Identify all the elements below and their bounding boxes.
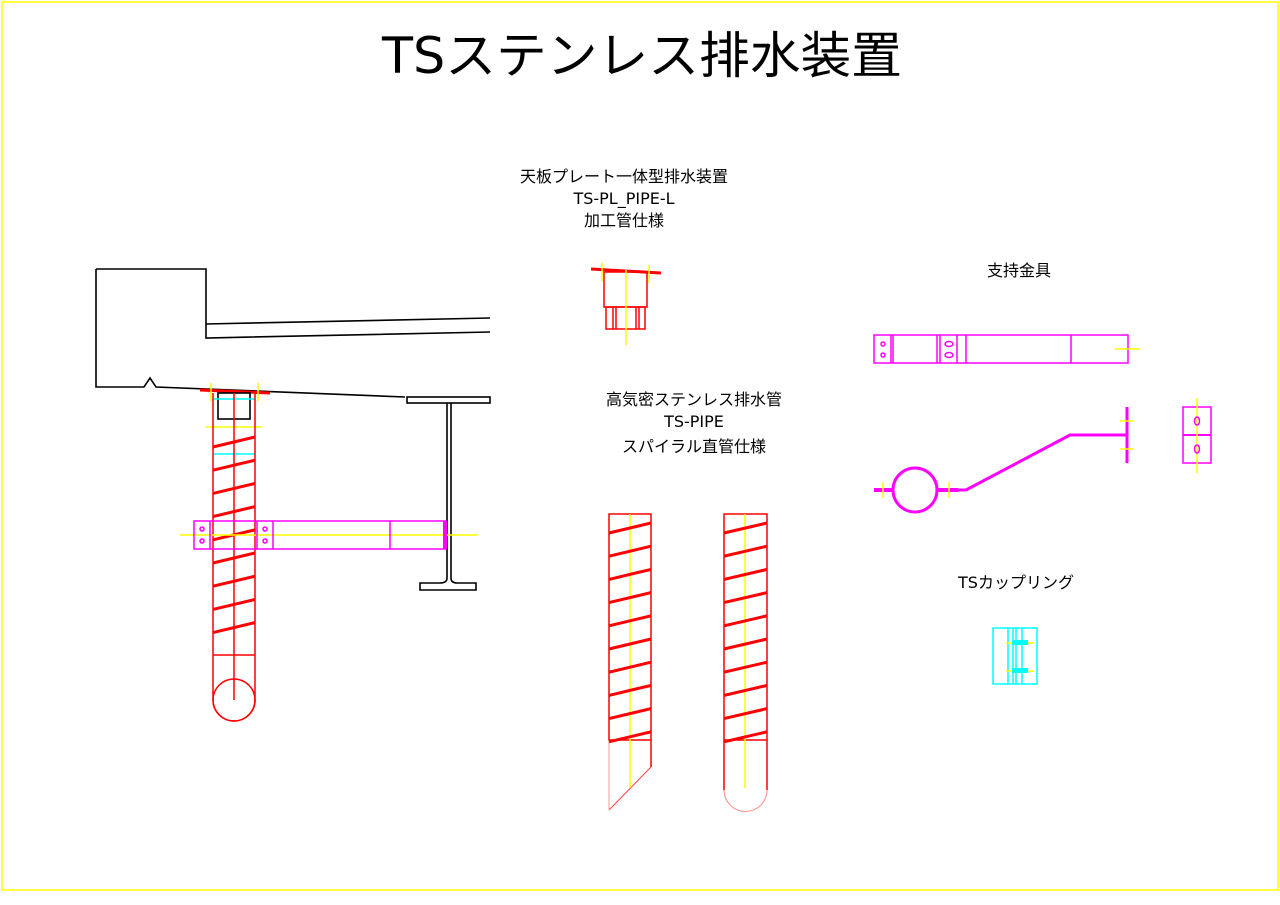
spiral-winding [723,707,768,721]
spiral-winding [723,614,768,628]
spiral-winding [608,660,652,674]
spiral-winding [212,574,256,588]
spiral-winding [608,730,652,744]
plate-drain-drawing [590,263,662,345]
spiral-pipe-round [723,513,768,812]
spiral-winding [608,567,652,581]
spiral-winding [723,660,768,674]
coupling-drawing [992,627,1038,685]
spiral-winding [608,637,652,651]
spiral-winding [212,621,256,635]
drawing-title: TSステンレス排水装置 [381,27,902,85]
spiral-winding [608,591,652,605]
support-label: 支持金具 [987,261,1051,280]
spiral-winding [212,505,256,519]
spiral-winding [723,637,768,651]
spiral-winding [608,521,652,535]
spiral-winding [723,521,768,535]
spiral-winding [212,481,256,495]
abutment-outline [96,268,491,339]
slab-bottom [95,269,406,398]
spiral-winding [723,567,768,581]
spiral-pipe-spec: スパイラル直管仕様 [622,437,766,456]
spiral-winding [608,707,652,721]
plate-drain-spec: 加工管仕様 [584,211,664,230]
spiral-winding [723,591,768,605]
spiral-winding [723,544,768,558]
support-bracket-drawing [873,334,1212,514]
spiral-winding [608,614,652,628]
spiral-winding [608,544,652,558]
spiral-winding [608,683,652,697]
plate-drain-title: 天板プレート一体型排水装置 [520,167,728,186]
spiral-winding [212,435,256,449]
pipe-end-circle [212,678,256,722]
coupling-label: TSカップリング [957,573,1074,592]
deck-line [205,317,491,325]
ibeam-web [419,403,477,591]
spiral-pipe-title: 高気密ステンレス排水管 [606,390,782,409]
spiral-pipe-code: TS-PIPE [663,412,724,431]
installation-section [95,268,491,722]
spiral-winding [723,683,768,697]
spiral-winding [212,551,256,565]
plate-drain-code: TS-PL_PIPE-L [572,189,674,209]
spiral-winding [212,597,256,611]
spiral-winding [723,730,768,744]
spiral-winding [212,458,256,472]
spiral-pipe-cut [608,513,652,811]
ibeam-top-flange [406,396,491,404]
